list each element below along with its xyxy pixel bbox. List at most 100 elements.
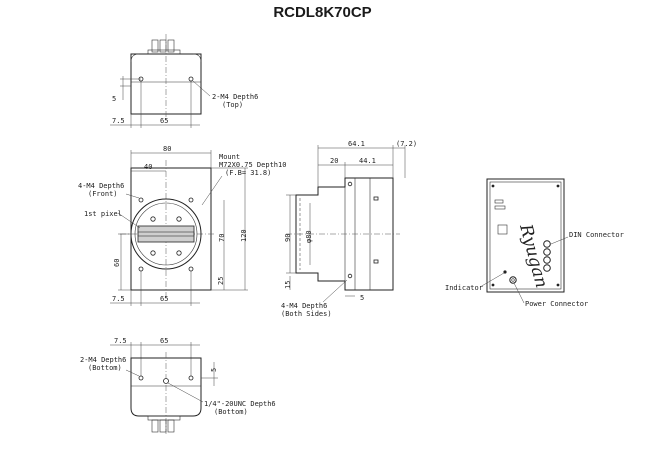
- sensor-window: [137, 225, 195, 243]
- side-dim-phi80: φ80: [305, 230, 313, 243]
- power-leader: [513, 282, 525, 304]
- top-pin: [167, 39, 175, 53]
- front-dim-120: 120: [240, 229, 248, 242]
- side-callout-line2: (Both Sides): [281, 310, 332, 318]
- front-view: 80 40 120 70 25 60 7.5 65 Mount M72X0.75…: [78, 145, 286, 306]
- bottom-pin: [159, 419, 167, 433]
- sensor-line: [137, 231, 195, 237]
- front-screw: [176, 216, 182, 222]
- indicator-leader: [479, 272, 505, 288]
- bottom-dim-65: 65: [160, 337, 168, 345]
- bottom-pin: [167, 419, 175, 433]
- mount-line1: Mount: [219, 153, 240, 161]
- front-callout-line2: (Front): [88, 190, 118, 198]
- top-dim-65: 65: [160, 117, 168, 125]
- top-mount-hole: [188, 76, 194, 82]
- drawing-title: RCDL8K70CP: [273, 4, 372, 21]
- rear-logo-mark: [497, 224, 508, 235]
- side-dim-44-1: 44.1: [359, 157, 376, 165]
- front-mount-hole: [138, 266, 144, 272]
- side-dim-90: 90: [284, 234, 292, 242]
- bottom-left-leader: [125, 369, 140, 377]
- side-slot: [373, 196, 379, 201]
- side-callout-line1: 4-M4 Depth6: [281, 302, 327, 310]
- bottom-left-callout-line2: (Bottom): [88, 364, 122, 372]
- front-screw: [150, 250, 156, 256]
- din-connector-label: DIN Connector: [569, 231, 624, 239]
- top-callout-leader: [192, 80, 211, 97]
- top-body-rounding: [130, 53, 202, 63]
- indicator-label: Indicator: [445, 284, 483, 292]
- mount-line2: M72X0.75 Depth10: [219, 161, 286, 169]
- power-connector-label: Power Connector: [525, 300, 588, 308]
- front-dim-80: 80: [163, 145, 171, 153]
- indicator-led: [503, 270, 507, 274]
- mount-leader: [201, 175, 223, 206]
- din-connector-port: [543, 256, 551, 264]
- rear-label: [494, 205, 506, 210]
- side-mount-hole: [347, 181, 353, 187]
- rear-logo: Ryugan: [515, 221, 551, 290]
- lens-mount-inner: [134, 202, 198, 266]
- top-callout-line2: (Top): [222, 101, 243, 109]
- bottom-dim-7-5: 7.5: [114, 337, 127, 345]
- side-dim-7-2: (7.2): [396, 140, 417, 148]
- first-pixel-label: 1st pixel: [84, 210, 122, 218]
- din-connector-port: [543, 240, 551, 248]
- side-dim-64-1: 64.1: [348, 140, 365, 148]
- side-dim-15: 15: [284, 281, 292, 289]
- front-mount-hole: [188, 197, 194, 203]
- rear-corner-screw: [556, 184, 560, 188]
- side-slot: [373, 259, 379, 264]
- rear-panel-outline: [486, 178, 565, 293]
- front-dim-25: 25: [217, 277, 225, 285]
- power-connector-port: [509, 276, 517, 284]
- din-connector-port: [543, 264, 551, 272]
- din-connector-port: [543, 248, 551, 256]
- front-dim-70: 70: [218, 234, 226, 242]
- tripod-hole: [163, 378, 169, 384]
- top-pin: [151, 39, 159, 53]
- top-view: 5 7.5 65 2-M4 Depth6 (Top): [110, 34, 258, 128]
- rear-corner-screw: [491, 283, 495, 287]
- bottom-right-callout-line1: 1/4"-20UNC Depth6: [204, 400, 276, 408]
- side-dim-20: 20: [330, 157, 338, 165]
- bottom-mount-hole: [188, 375, 194, 381]
- rear-label: [494, 199, 504, 204]
- side-callout-leader: [322, 279, 348, 303]
- front-dim-65: 65: [160, 295, 168, 303]
- side-view: 64.1 (7.2) 20 44.1 90 φ80 15 5 4-M4 Dept…: [281, 140, 417, 318]
- rear-panel-inner: [489, 181, 562, 290]
- front-mount-hole: [138, 197, 144, 203]
- bottom-view: 7.5 65 5 2-M4 Depth6 (Bottom) 1/4"-20UNC…: [80, 337, 276, 434]
- bottom-pin-base: [147, 415, 181, 421]
- top-callout-line1: 2-M4 Depth6: [212, 93, 258, 101]
- bottom-right-leader: [167, 382, 204, 403]
- din-leader: [550, 236, 569, 245]
- rear-corner-screw: [556, 283, 560, 287]
- bottom-dim-5: 5: [210, 368, 218, 372]
- bottom-right-callout-line2: (Bottom): [214, 408, 248, 416]
- top-dim-7-5: 7.5: [112, 117, 125, 125]
- front-mount-hole: [188, 266, 194, 272]
- front-dim-7-5: 7.5: [112, 295, 125, 303]
- power-connector-pin: [511, 278, 515, 282]
- side-dim-5: 5: [360, 294, 364, 302]
- front-callout-line1: 4-M4 Depth6: [78, 182, 124, 190]
- front-dim-40: 40: [144, 163, 152, 171]
- front-screw: [150, 216, 156, 222]
- top-dim-5: 5: [112, 95, 116, 103]
- bottom-body-outline: [130, 357, 202, 417]
- rear-view: Ryugan DIN Connector Indicator Power Con…: [445, 178, 624, 308]
- bottom-mount-hole: [138, 375, 144, 381]
- side-mount-hole: [347, 273, 353, 279]
- rear-corner-screw: [491, 184, 495, 188]
- front-screw: [176, 250, 182, 256]
- top-body-outline: [130, 53, 202, 115]
- bottom-left-callout-line1: 2-M4 Depth6: [80, 356, 126, 364]
- front-callout-leader: [125, 193, 140, 199]
- bottom-pin: [151, 419, 159, 433]
- mount-line3: (F.B= 31.8): [225, 169, 271, 177]
- first-pixel-leader: [117, 212, 141, 229]
